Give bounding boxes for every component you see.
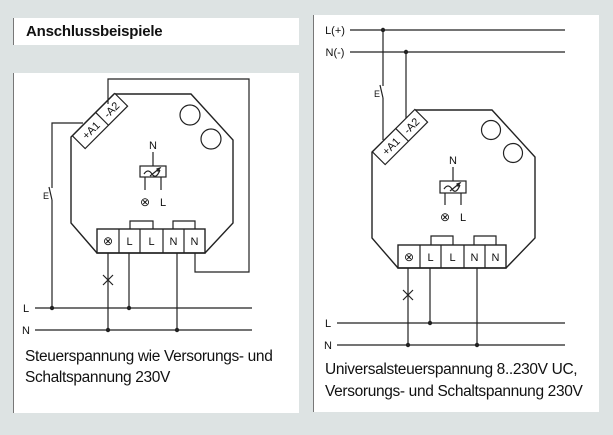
terminal-block: ⊗ L L N N xyxy=(397,235,507,269)
l-line-label: L xyxy=(325,318,331,330)
terminal-block: ⊗ L L N N xyxy=(96,220,206,254)
inner-n-label: N xyxy=(149,140,157,152)
right-diagram-panel: Universalsteuerspannung 8..230V UC, Vers… xyxy=(313,15,599,412)
terminal-n: N xyxy=(471,252,479,264)
terminal-l: L xyxy=(126,236,132,248)
lamp-icon: ⊗ xyxy=(140,195,150,209)
left-caption-line-1: Steuerspannung wie Versorungs- und xyxy=(25,348,273,365)
n-line-label: N xyxy=(22,325,30,337)
lplus-label: L(+) xyxy=(325,25,345,37)
terminal-l: L xyxy=(427,252,433,264)
terminal-lamp: ⊗ xyxy=(103,234,113,248)
n-line-label: N xyxy=(324,340,332,352)
mounting-hole xyxy=(480,119,502,141)
inner-l-label: L xyxy=(460,212,466,224)
pushbutton-switch-icon: E xyxy=(43,186,53,201)
terminal-n: N xyxy=(492,252,500,264)
nminus-label: N(-) xyxy=(326,47,345,59)
left-caption-line-2: Schaltspannung 230V xyxy=(25,369,171,386)
section-title: Anschlussbeispiele xyxy=(26,23,163,40)
section-header: Anschlussbeispiele xyxy=(13,18,299,45)
lamp-icon: ⊗ xyxy=(440,210,450,224)
control-terminal-label: +A1 -A2 xyxy=(371,108,429,166)
right-caption-line-2: Versorungs- und Schaltspannung 230V xyxy=(325,383,583,400)
mounting-hole xyxy=(502,142,524,164)
inner-n-label: N xyxy=(449,155,457,167)
l-line-label: L xyxy=(23,303,29,315)
lamp-cross-icon xyxy=(402,289,414,301)
switch-label: E xyxy=(374,89,380,99)
mounting-hole xyxy=(179,104,201,126)
terminal-n: N xyxy=(191,236,199,248)
right-caption-line-1: Universalsteuerspannung 8..230V UC, xyxy=(325,361,578,378)
inner-l-label: L xyxy=(160,197,166,209)
control-wire xyxy=(51,122,83,188)
control-terminal-label: +A1 -A2 xyxy=(71,92,129,150)
dimmer-symbol-icon xyxy=(439,180,467,194)
terminal-l: L xyxy=(449,252,455,264)
mounting-hole xyxy=(200,128,222,150)
switch-label: E xyxy=(43,191,49,201)
pushbutton-switch-icon: E xyxy=(374,84,384,99)
loop-wire xyxy=(107,78,250,273)
terminal-lamp: ⊗ xyxy=(404,250,414,264)
left-diagram-panel: Steuerspannung wie Versorungs- und Schal… xyxy=(13,73,299,413)
left-wiring-diagram: +A1 -A2 N ⊗ L ⊗ L L N N E xyxy=(22,78,252,337)
terminal-n: N xyxy=(170,236,178,248)
lamp-cross-icon xyxy=(102,274,114,286)
right-wiring-diagram: L(+) N(-) E +A1 -A2 N ⊗ L ⊗ xyxy=(324,25,565,352)
dimmer-symbol-icon xyxy=(139,165,167,178)
terminal-l: L xyxy=(148,236,154,248)
